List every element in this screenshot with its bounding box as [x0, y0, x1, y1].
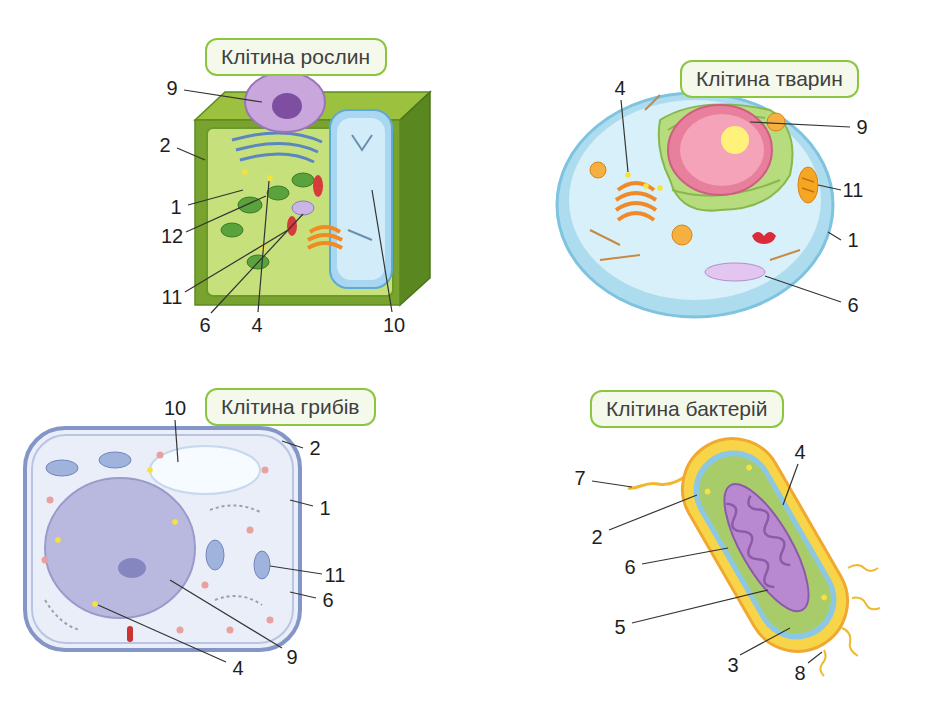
title-text: Клітина рослин	[221, 44, 370, 70]
leader-lines	[98, 90, 850, 663]
callout-number: 8	[794, 663, 805, 683]
callout-number: 4	[251, 315, 262, 335]
callout-number: 1	[170, 197, 181, 217]
callout-number: 9	[166, 78, 177, 98]
callout-number: 6	[624, 557, 635, 577]
callout-number: 1	[319, 498, 330, 518]
callout-number: 4	[232, 658, 243, 678]
callout-number: 3	[727, 655, 738, 675]
callout-number: 2	[159, 135, 170, 155]
callout-number: 7	[574, 468, 585, 488]
callout-number: 1	[847, 230, 858, 250]
callout-number: 11	[325, 565, 346, 585]
callout-number: 6	[199, 315, 210, 335]
callout-number: 12	[161, 226, 183, 246]
bacterium-cell	[628, 420, 880, 676]
callout-number: 10	[383, 315, 405, 335]
callout-number: 4	[794, 442, 805, 462]
panel-title: Клітина рослин	[205, 38, 387, 76]
panel-title: Клітина грибів	[205, 388, 376, 426]
animal-cell	[557, 93, 833, 317]
panel-title: Клітина тварин	[680, 60, 859, 98]
callout-number: 6	[322, 590, 333, 610]
callout-number: 11	[843, 180, 864, 200]
callout-number: 6	[847, 295, 858, 315]
title-text: Клітина тварин	[696, 66, 843, 92]
fungus-cell	[25, 428, 300, 650]
callout-number: 4	[614, 78, 625, 98]
callout-number: 9	[856, 117, 867, 137]
callout-number: 5	[614, 617, 625, 637]
panel-title: Клітина бактерій	[590, 390, 784, 428]
callout-number: 2	[309, 438, 320, 458]
callout-number: 10	[164, 398, 186, 418]
callout-number: 9	[286, 647, 297, 667]
title-text: Клітина бактерій	[606, 396, 767, 422]
callout-number: 2	[591, 527, 602, 547]
callout-number: 11	[162, 287, 183, 307]
plant-cell	[195, 72, 430, 305]
title-text: Клітина грибів	[221, 394, 360, 420]
